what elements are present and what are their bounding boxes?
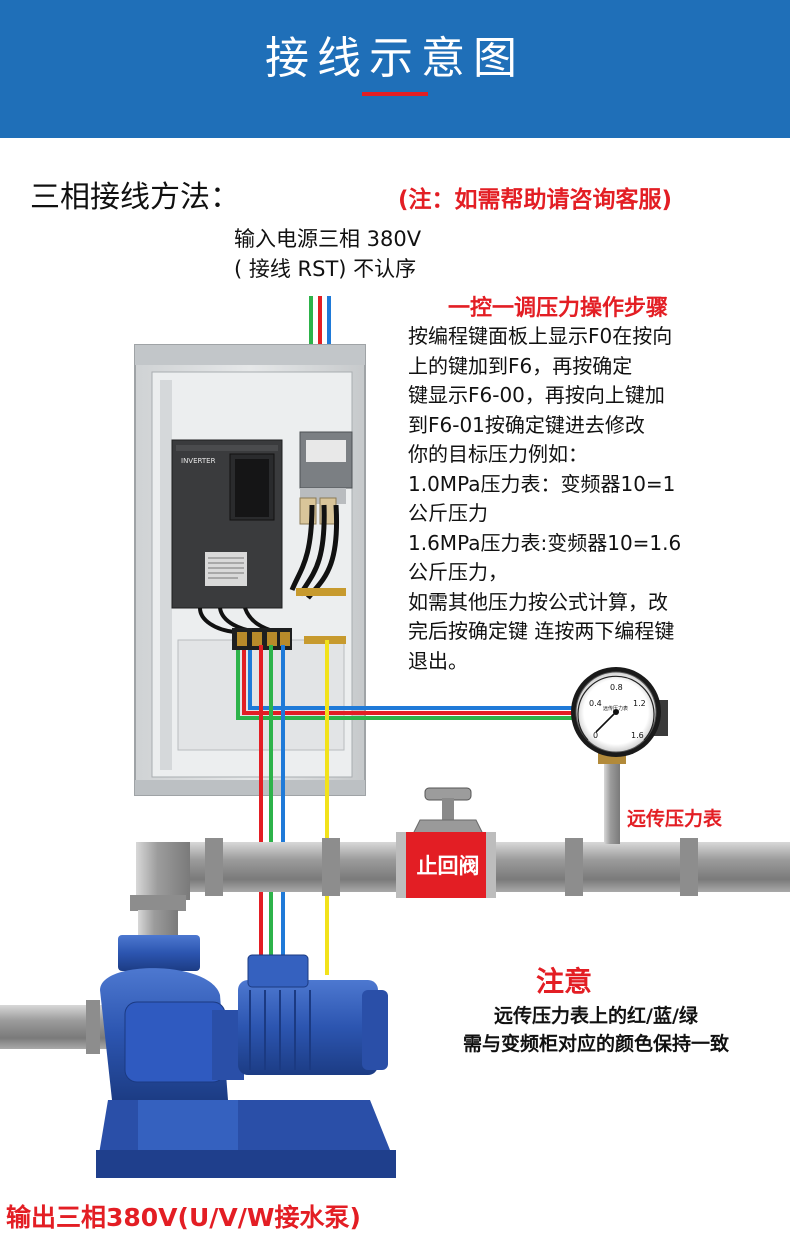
header-banner: 接线示意图 <box>0 0 790 138</box>
gauge-tick-0: 0 <box>593 731 598 740</box>
steps-line: 完后按确定键 连按两下编程键 <box>408 619 675 643</box>
page-title: 接线示意图 <box>265 33 525 84</box>
control-cabinet: INVERTER <box>134 344 366 796</box>
gauge-tick-3: 1.2 <box>633 699 646 708</box>
steps-line: 上的键加到F6，再按确定 <box>408 353 633 378</box>
gauge-tick-2: 0.8 <box>610 683 623 692</box>
gauge-tick-4: 1.6 <box>631 731 644 740</box>
attention-line2: 需与变频柜对应的颜色保持一致 <box>462 1033 729 1055</box>
power-input-line1: 输入电源三相 380V <box>234 227 422 251</box>
check-valve <box>396 787 496 898</box>
gauge-needle <box>595 711 617 733</box>
motor-wires <box>259 640 329 975</box>
steps-title: 一控一调压力操作步骤 <box>448 296 669 321</box>
steps-line: 如需其他压力按公式计算，改 <box>408 589 668 614</box>
attention-title: 注意 <box>536 965 593 998</box>
steps-instructions: 按编程键面板上显示F0在按向 上的键加到F6，再按确定 键显示F6-00，再按向… <box>408 322 748 676</box>
gauge-tick-1: 0.4 <box>589 699 602 708</box>
attention-line1: 远传压力表上的红/蓝/绿 <box>494 1005 698 1027</box>
inverter-brand: INVERTER <box>181 457 216 465</box>
title-underline <box>362 92 428 96</box>
help-note: (注：如需帮助请咨询客服) <box>398 187 673 213</box>
attention-text: 远传压力表上的红/蓝/绿 需与变频柜对应的颜色保持一致 <box>416 1002 776 1058</box>
steps-line: 退出。 <box>408 648 468 673</box>
steps-line: 1.0MPa压力表：变频器10=1 <box>408 471 676 496</box>
steps-line: 按编程键面板上显示F0在按向 <box>408 324 673 348</box>
steps-line: 公斤压力 <box>408 501 488 525</box>
section-title: 三相接线方法： <box>30 180 240 215</box>
output-label: 输出三相380V(U/V/W接水泵) <box>6 1203 361 1232</box>
suction-pipe <box>0 1005 120 1049</box>
water-pump <box>96 935 396 1178</box>
power-input-label: 输入电源三相 380V ( 接线 RST) 不认序 <box>234 224 421 284</box>
gauge-label: 远传压力表 <box>627 808 723 830</box>
ground-bar <box>296 588 346 596</box>
steps-line: 你的目标压力例如： <box>408 442 588 466</box>
steps-line: 键显示F6-00，再按向上键加 <box>408 383 665 407</box>
steps-line: 1.6MPa压力表:变频器10=1.6 <box>408 530 682 555</box>
pressure-gauge: 0 0.4 0.8 1.2 1.6 远传压力表 <box>571 667 668 757</box>
power-input-line2: ( 接线 RST) 不认序 <box>234 257 417 281</box>
steps-line: 公斤压力， <box>408 560 508 584</box>
gauge-signal-wires <box>236 650 578 720</box>
valve-label: 止回阀 <box>416 854 480 878</box>
gauge-face-text: 远传压力表 <box>603 705 628 712</box>
gauge-riser <box>604 760 620 844</box>
steps-line: 到F6-01按确定键进去修改 <box>408 412 645 437</box>
